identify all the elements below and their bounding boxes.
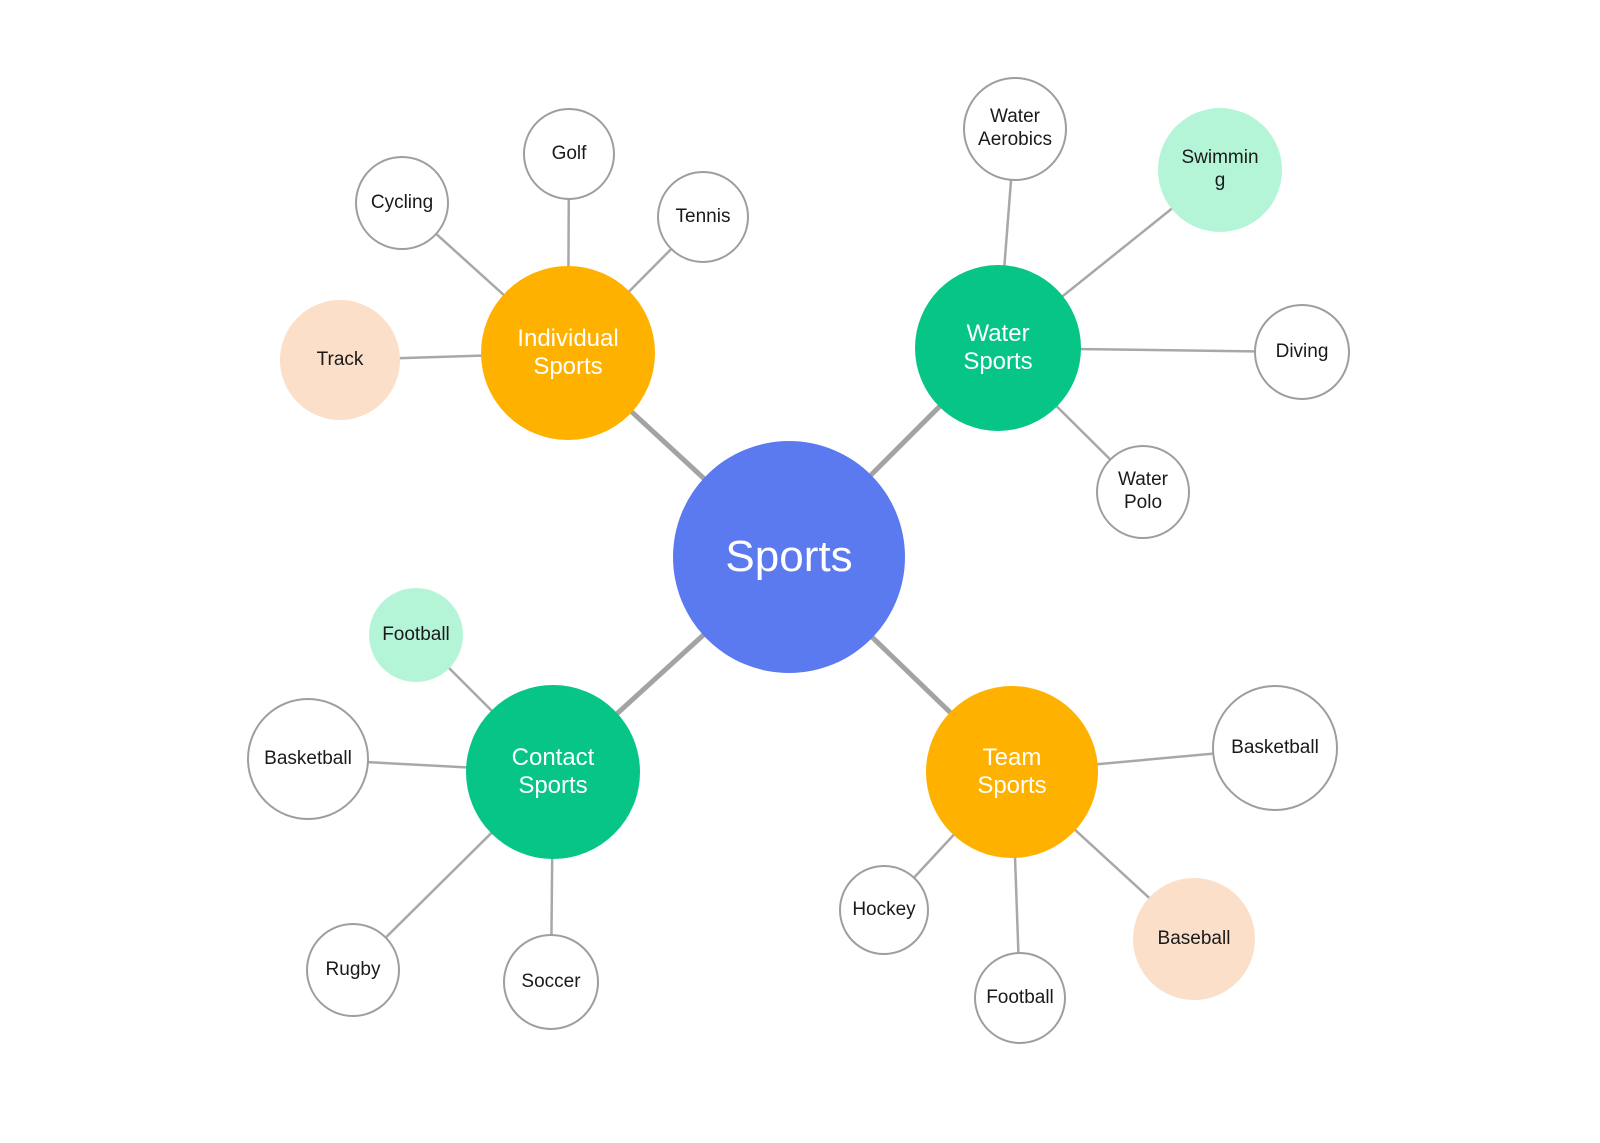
node-cycling-label: Cycling [370, 191, 434, 213]
node-water-sports-label: Water Sports [963, 320, 1033, 375]
node-team-sports-label: Team Sports [977, 744, 1047, 799]
node-tennis-label: Tennis [675, 205, 731, 227]
node-soccer[interactable]: Soccer [503, 934, 599, 1030]
node-contact-football[interactable]: Football [369, 588, 463, 682]
node-hockey-label: Hockey [852, 898, 916, 920]
node-hockey[interactable]: Hockey [839, 865, 929, 955]
node-water-sports[interactable]: Water Sports [915, 265, 1081, 431]
node-swimming[interactable]: Swimmin g [1158, 108, 1282, 232]
node-contact-sports-label: Contact Sports [511, 744, 595, 799]
node-individual-sports-label: Individual Sports [517, 325, 619, 380]
node-water-polo-label: Water Polo [1118, 469, 1168, 513]
node-water-aerobics-label: Water Aerobics [978, 106, 1052, 150]
node-swimming-label: Swimmin g [1181, 147, 1259, 191]
node-contact-basketball-label: Basketball [264, 747, 352, 769]
node-team-football[interactable]: Football [974, 952, 1066, 1044]
node-individual-sports[interactable]: Individual Sports [481, 266, 655, 440]
node-baseball-label: Baseball [1157, 927, 1231, 949]
node-soccer-label: Soccer [521, 970, 581, 992]
node-tennis[interactable]: Tennis [657, 171, 749, 263]
node-team-basketball-label: Basketball [1231, 736, 1319, 758]
node-golf[interactable]: Golf [523, 108, 615, 200]
node-contact-basketball[interactable]: Basketball [247, 698, 369, 820]
node-cycling[interactable]: Cycling [355, 156, 449, 250]
node-track[interactable]: Track [280, 300, 400, 420]
node-contact-football-label: Football [382, 623, 450, 645]
node-rugby-label: Rugby [325, 958, 381, 980]
node-rugby[interactable]: Rugby [306, 923, 400, 1017]
node-team-basketball[interactable]: Basketball [1212, 685, 1338, 811]
node-diving-label: Diving [1275, 340, 1329, 362]
node-water-polo[interactable]: Water Polo [1096, 445, 1190, 539]
node-sports-center-label: Sports [725, 531, 853, 581]
node-team-sports[interactable]: Team Sports [926, 686, 1098, 858]
node-team-football-label: Football [986, 986, 1054, 1008]
node-sports-center[interactable]: Sports [673, 441, 905, 673]
node-water-aerobics[interactable]: Water Aerobics [963, 77, 1067, 181]
node-track-label: Track [316, 348, 364, 370]
node-golf-label: Golf [551, 142, 587, 164]
node-baseball[interactable]: Baseball [1133, 878, 1255, 1000]
node-contact-sports[interactable]: Contact Sports [466, 685, 640, 859]
node-diving[interactable]: Diving [1254, 304, 1350, 400]
